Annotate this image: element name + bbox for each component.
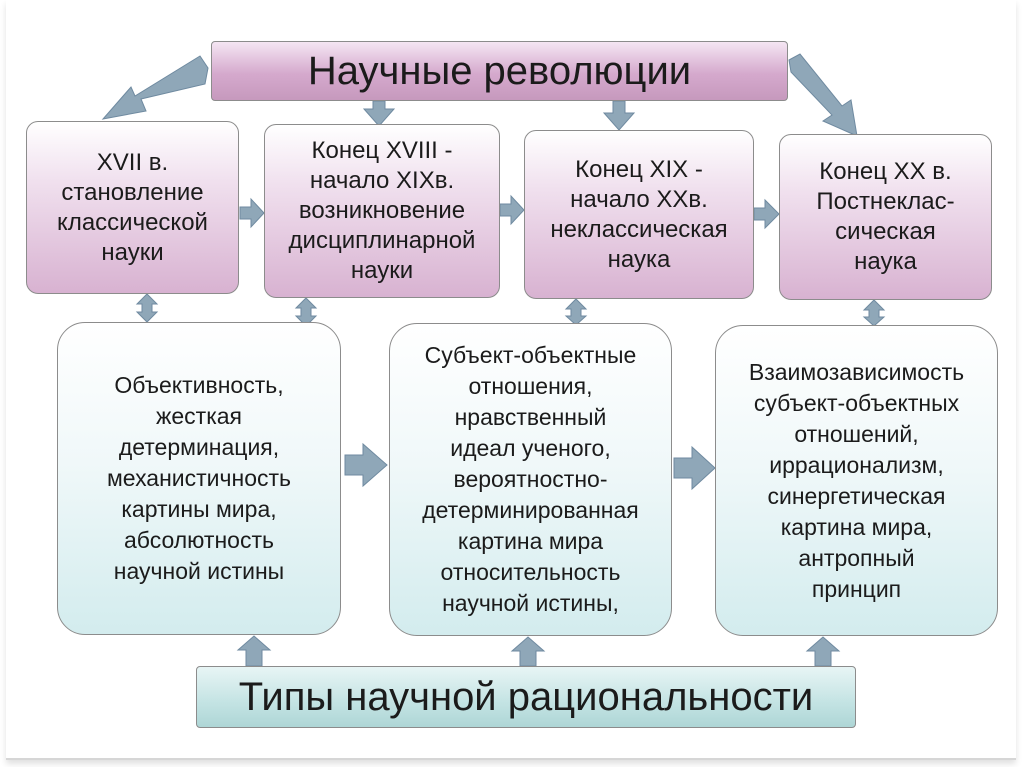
era-label: Конец XX в. Постнеклас- сическая наука: [816, 158, 955, 275]
rationality-type-label: Объективность, жесткая детерминация, мех…: [106, 372, 292, 584]
arrow-type2-to-type3: [673, 445, 716, 491]
arrow-title-to-era1: [101, 55, 209, 120]
arrow-title-to-era4: [788, 53, 858, 137]
era-label: XVII в. становление классической науки: [57, 148, 208, 266]
arrow-era3-type2: [564, 298, 588, 326]
arrow-type1-to-type2: [344, 442, 388, 488]
arrow-era1-type1: [135, 293, 159, 323]
rationality-type-nonclassical: Субъект-объектные отношения, нравственны…: [389, 323, 672, 636]
arrow-footer-to-type3: [805, 636, 841, 667]
arrow-era4-type3: [862, 299, 886, 327]
rationality-type-postnonclassical: Взаимозависимость субъект-объектных отно…: [715, 325, 998, 636]
arrow-era2-to-era3: [499, 194, 525, 226]
arrow-era3-to-era4: [753, 198, 780, 230]
era-box-19th-20th-century: Конец XIX - начало XXв. неклассическая н…: [524, 130, 754, 299]
arrow-footer-to-type2: [510, 636, 546, 667]
rationality-type-label: Субъект-объектные отношения, нравственны…: [422, 342, 639, 616]
era-box-17th-century: XVII в. становление классической науки: [26, 121, 239, 294]
era-box-18th-19th-century: Конец XVIII - начало XIXв. возникновение…: [264, 124, 500, 298]
arrow-title-to-era2: [362, 100, 396, 127]
arrow-footer-to-type1: [236, 635, 272, 667]
era-label: Конец XIX - начало XXв. неклассическая н…: [550, 155, 728, 273]
era-label: Конец XVIII - начало XIXв. возникновение…: [288, 137, 476, 284]
rationality-type-label: Взаимозависимость субъект-объектных отно…: [748, 358, 965, 602]
footer-title: Типы научной рациональности: [238, 674, 814, 719]
page-title: Научные революции: [307, 48, 692, 93]
arrow-title-to-era3: [602, 100, 636, 131]
era-box-20th-century: Конец XX в. Постнеклас- сическая наука: [779, 134, 992, 300]
title-box: Научные революции: [211, 41, 788, 101]
footer-box: Типы научной рациональности: [196, 666, 856, 728]
rationality-type-classical: Объективность, жесткая детерминация, мех…: [57, 322, 341, 635]
arrow-era1-to-era2: [239, 197, 265, 229]
